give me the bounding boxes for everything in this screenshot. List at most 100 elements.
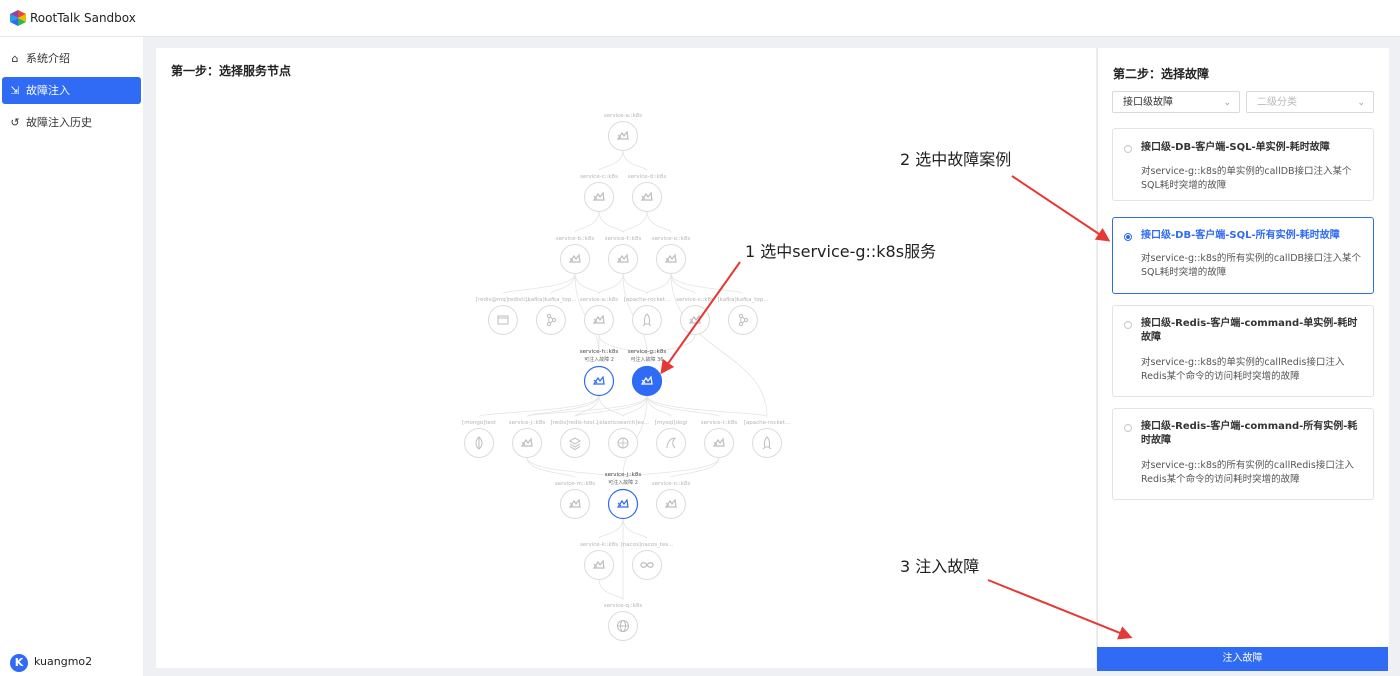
service-node-b3[interactable]: [redis]redis-tool...: [551, 420, 600, 458]
service-node-circle: [560, 428, 590, 458]
service-node-r3[interactable]: service-a::k8s: [580, 297, 618, 335]
fault-card-desc: 对service-g::k8s的所有实例的callDB接口注入某个SQL耗时突增…: [1141, 253, 1362, 278]
service-node-k[interactable]: service-k::k8s: [580, 542, 618, 580]
fault-card-title: 接口级-Redis-客户端-command-单实例-耗时故障: [1141, 318, 1358, 343]
service-node-circle: [607, 488, 639, 520]
service-node-label: [mysql]dogi: [655, 420, 688, 426]
service-node-fault-count: 可注入故障 2: [584, 356, 614, 363]
service-node-label: service-l::k8s: [701, 420, 738, 426]
service-node-label: [apache-rocket...: [744, 420, 791, 426]
service-node-c[interactable]: service-c::k8s: [580, 174, 618, 212]
service-node-q[interactable]: service-q::k8s: [604, 603, 643, 641]
service-node-label: service-h::k8s: [580, 349, 619, 355]
service-node-circle: [560, 489, 590, 519]
service-node-circle: [632, 182, 662, 212]
service-node-label: [mongo]test: [462, 420, 497, 426]
deploy-icon: [664, 498, 677, 508]
graph-edge: [526, 457, 624, 478]
sidebar-item-fault-injection[interactable]: ⇲ 故障注入: [2, 77, 141, 104]
service-node-n[interactable]: service-n::k8s: [652, 481, 691, 519]
service-node-circle: [512, 428, 542, 458]
service-node-r2[interactable]: [kafka]kafka_top...: [525, 297, 577, 335]
fault-card[interactable]: 接口级-Redis-客户端-command-所有实例-耗时故障 对service…: [1112, 408, 1374, 500]
service-node-circle: [704, 428, 734, 458]
service-node-r6[interactable]: [kafka]kafka_top...: [717, 297, 769, 335]
annotation-step2: 2 选中故障案例: [900, 150, 1012, 169]
sidebar-item-intro[interactable]: ⌂ 系统介绍: [2, 45, 141, 72]
service-node-circle: [560, 244, 590, 274]
deploy-icon: [640, 191, 653, 201]
fault-radio[interactable]: [1124, 321, 1132, 329]
graph-edge: [598, 150, 624, 171]
graph-edge: [646, 395, 720, 417]
service-node-o[interactable]: service-o::k8s: [652, 236, 691, 274]
fault-card[interactable]: 接口级-DB-客户端-SQL-单实例-耗时故障 对service-g::k8s的…: [1112, 128, 1374, 201]
inject-fault-button[interactable]: 注入故障: [1097, 647, 1388, 671]
fault-card-desc: 对service-g::k8s的所有实例的callRedis接口注入Redis某…: [1141, 460, 1354, 485]
fault-card-title: 接口级-DB-客户端-SQL-单实例-耗时故障: [1141, 142, 1330, 153]
service-node-label: [kafka]kafka_top...: [525, 297, 576, 303]
fault-category-select[interactable]: 接口级故障 ⌄: [1112, 91, 1240, 113]
service-node-circle: [488, 305, 518, 335]
rocket-icon: [642, 313, 652, 327]
kafka-icon: [546, 313, 557, 327]
service-node-b7[interactable]: [apache-rocket...: [744, 420, 791, 458]
sidebar-item-label: 系统介绍: [26, 52, 70, 65]
fault-category-value: 接口级故障: [1123, 97, 1173, 108]
service-node-b6[interactable]: service-l::k8s: [701, 420, 738, 458]
graph-edge: [670, 273, 744, 294]
service-node-b[interactable]: service-b::k8s: [556, 236, 595, 274]
fault-radio[interactable]: [1124, 424, 1132, 432]
graph-edge: [598, 273, 624, 294]
fault-card[interactable]: 接口级-Redis-客户端-command-单实例-耗时故障 对service-…: [1112, 305, 1374, 397]
sidebar-item-injection-history[interactable]: ↺ 故障注入历史: [2, 109, 141, 136]
fault-radio[interactable]: [1124, 145, 1132, 153]
graph-edge: [622, 457, 720, 478]
deploy-icon: [712, 437, 725, 447]
service-node-fault-count: 可注入故障 2: [608, 479, 638, 486]
deploy-icon: [592, 191, 605, 201]
service-node-b4[interactable]: [elasticsearch]es...: [597, 420, 649, 458]
sidebar-item-label: 故障注入历史: [26, 116, 92, 129]
service-node-label: service-a::k8s: [580, 297, 618, 303]
fault-radio[interactable]: [1124, 233, 1132, 241]
folder-icon: [497, 315, 509, 325]
service-node-label: service-n::k8s: [652, 481, 691, 487]
service-node-r1[interactable]: [redis@mq]redisti...: [476, 297, 531, 335]
stack-icon: [569, 437, 581, 451]
service-node-b5[interactable]: [mysql]dogi: [655, 420, 688, 458]
service-node-b2[interactable]: service-j::k8s: [509, 420, 546, 458]
graph-edge: [598, 518, 624, 539]
graph-edge: [622, 395, 648, 417]
service-node-r5[interactable]: service-s::k8s: [676, 297, 714, 335]
avatar: K: [10, 654, 28, 672]
export-icon: ⇲: [10, 84, 20, 97]
graph-edge: [646, 395, 672, 417]
sidebar-item-label: 故障注入: [26, 84, 70, 97]
service-node-circle: [608, 121, 638, 151]
fault-card-selected[interactable]: 接口级-DB-客户端-SQL-所有实例-耗时故障 对service-g::k8s…: [1112, 217, 1374, 294]
graph-edge: [526, 457, 576, 478]
service-node-a[interactable]: service-a::k8s: [604, 113, 642, 151]
service-node-label: service-o::k8s: [652, 236, 691, 242]
service-node-circle: [656, 489, 686, 519]
service-node-f[interactable]: service-f::k8s: [605, 236, 642, 274]
service-node-nacos[interactable]: [nacos]nacos_tes...: [621, 542, 674, 580]
graph-edge: [502, 273, 576, 294]
app-logo-icon: [10, 10, 26, 26]
service-node-b1[interactable]: [mongo]test: [462, 420, 497, 458]
graph-edge: [574, 395, 648, 417]
service-node-m[interactable]: service-m::k8s: [555, 481, 595, 519]
service-node-label: service-k::k8s: [580, 542, 618, 548]
deploy-icon: [592, 375, 605, 385]
history-icon: ↺: [10, 116, 20, 129]
fault-subcategory-select[interactable]: 二级分类 ⌄: [1246, 91, 1374, 113]
deploy-icon: [568, 498, 581, 508]
service-node-d[interactable]: service-d::k8s: [628, 174, 667, 212]
graph-edge: [598, 211, 624, 233]
service-node-circle: [656, 244, 686, 274]
service-node-r4[interactable]: [apache-rocket...: [624, 297, 671, 335]
